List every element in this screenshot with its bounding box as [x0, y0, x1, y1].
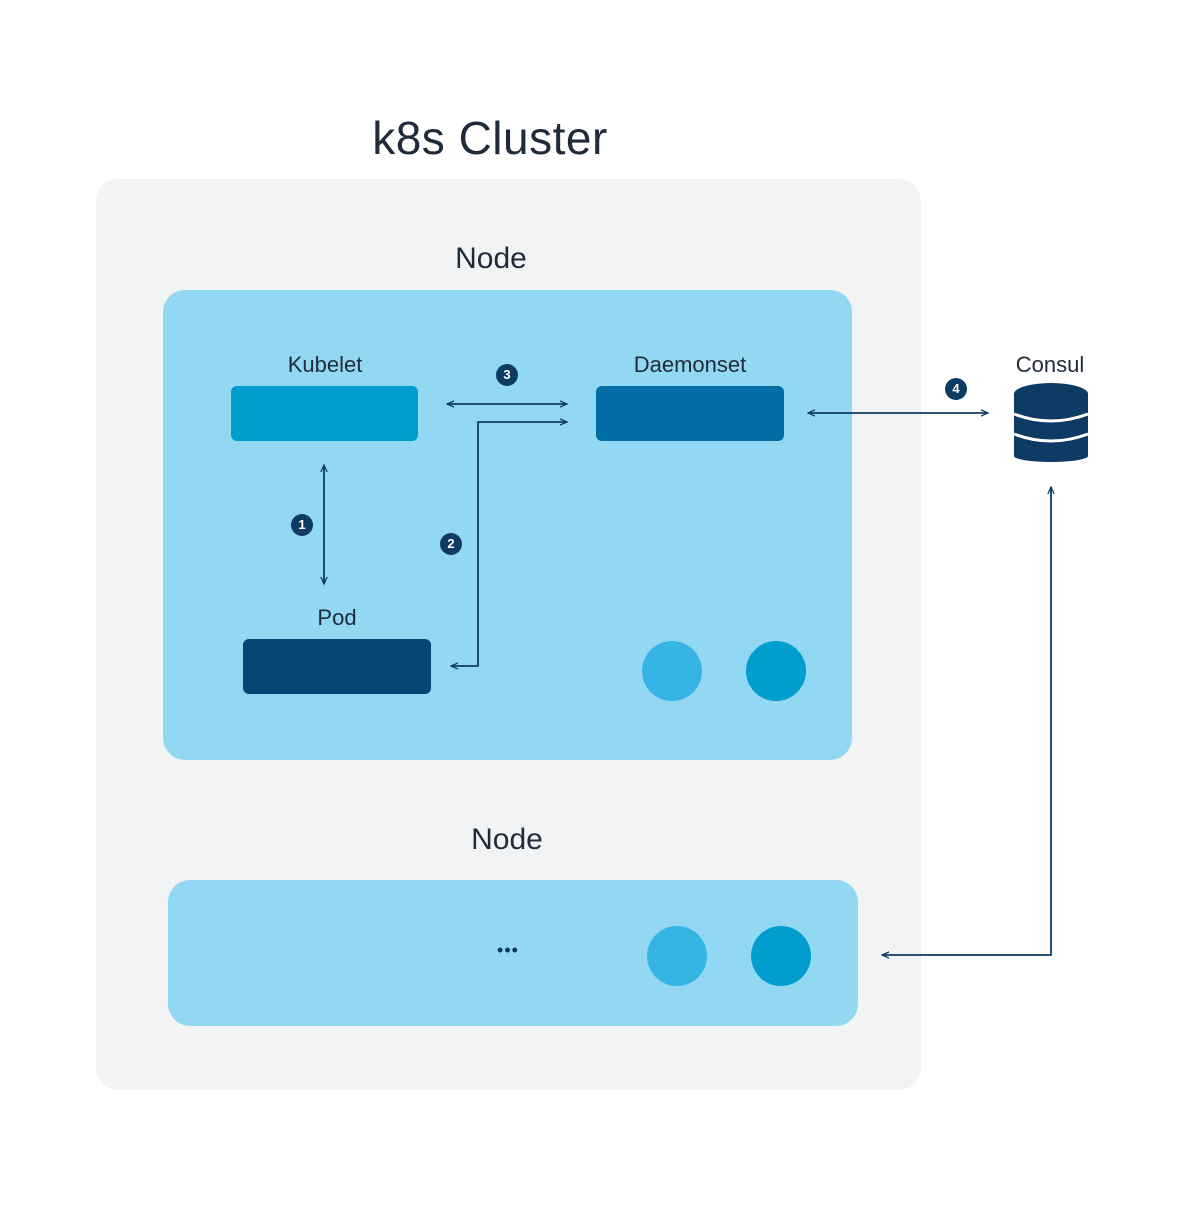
node2-dark-dot — [751, 926, 811, 986]
step-badge-3: 3 — [496, 364, 518, 386]
daemonset-label: Daemonset — [633, 352, 747, 377]
node2-light-dot — [647, 926, 707, 986]
pod-box — [243, 639, 431, 694]
consul-label: Consul — [1015, 352, 1085, 377]
node-box-2 — [168, 880, 858, 1026]
step-badge-1: 1 — [291, 514, 313, 536]
arrow-consul-node2 — [882, 487, 1051, 955]
diagram-title: k8s Cluster — [372, 112, 608, 164]
daemonset-box — [596, 386, 784, 441]
node1-light-dot — [642, 641, 702, 701]
kubelet-box — [231, 386, 418, 441]
node1-dark-dot — [746, 641, 806, 701]
arrow-2 — [451, 422, 567, 666]
kubelet-label: Kubelet — [287, 352, 363, 377]
node-label-2: Node — [471, 823, 543, 856]
node-label-1: Node — [455, 242, 527, 275]
node2-ellipsis: ••• — [497, 940, 519, 960]
database-icon — [1013, 383, 1089, 462]
step-badge-4: 4 — [945, 378, 967, 400]
pod-label: Pod — [317, 605, 357, 630]
step-badge-2: 2 — [440, 533, 462, 555]
